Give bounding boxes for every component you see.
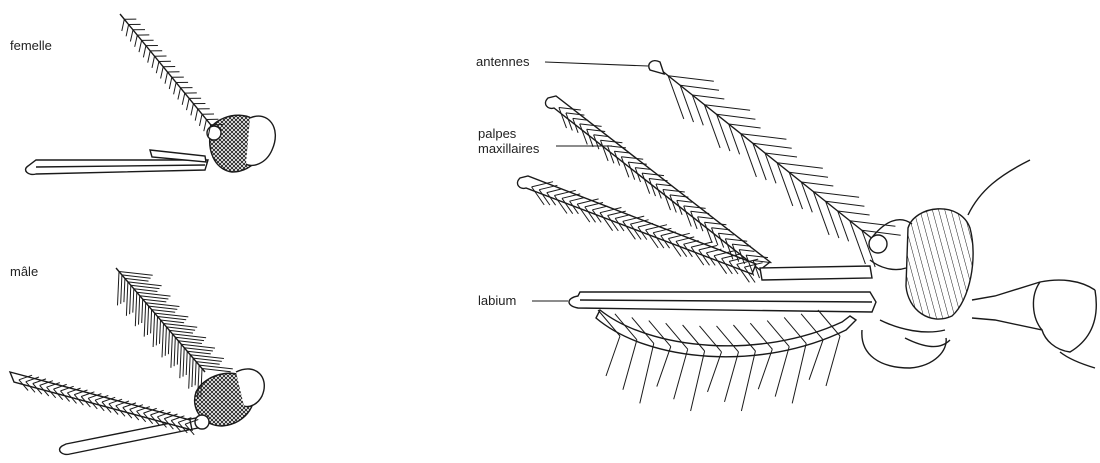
bristle: [186, 351, 187, 375]
bristle: [189, 355, 191, 389]
bristle: [169, 77, 172, 89]
bristle: [177, 341, 178, 365]
bristle: [195, 362, 196, 386]
bristle: [162, 324, 164, 358]
bristle: [826, 336, 840, 386]
bristle: [126, 282, 128, 316]
bristle: [792, 343, 806, 403]
bristle: [140, 296, 169, 299]
bristle: [741, 351, 755, 411]
bristle: [171, 334, 173, 368]
bristle: [174, 337, 175, 366]
bristle: [143, 46, 146, 58]
bristle: [166, 327, 195, 330]
bristle: [133, 289, 134, 313]
bristle: [196, 362, 220, 365]
bristle: [126, 25, 129, 37]
labelled-head-drawing: [518, 61, 1097, 368]
bristle: [124, 278, 125, 302]
bristle: [175, 337, 204, 340]
bristle: [168, 330, 169, 354]
bristle: [674, 349, 688, 399]
male-head-drawing: [10, 268, 264, 454]
bristle: [147, 306, 148, 335]
bristle: [195, 109, 198, 121]
bristle: [152, 310, 176, 313]
bristle: [130, 30, 133, 42]
bristle: [178, 88, 181, 100]
bristle: [623, 340, 637, 390]
bristle: [183, 348, 184, 377]
bristle: [708, 352, 722, 392]
bristle: [187, 351, 211, 354]
bristle: [143, 299, 167, 302]
bristle: [165, 72, 168, 84]
bristle: [135, 35, 138, 47]
bristle: [657, 347, 671, 387]
bristle: [160, 320, 161, 344]
bristle: [144, 303, 146, 337]
bristle: [125, 278, 149, 281]
male-label: mâle: [10, 264, 38, 279]
bristle: [148, 51, 151, 63]
bristle: [725, 352, 739, 402]
bristle: [156, 62, 159, 74]
bristle: [121, 275, 122, 304]
bristle: [153, 313, 155, 347]
bristle: [202, 369, 231, 372]
palps-label: palpes maxillaires: [478, 126, 539, 156]
bristle: [204, 120, 207, 132]
bristle: [192, 358, 193, 387]
female-head-drawing: [26, 14, 276, 174]
bristle: [180, 344, 182, 378]
bristle: [152, 56, 155, 68]
bristle: [161, 320, 185, 323]
bristle: [139, 296, 140, 325]
bristle: [184, 348, 213, 351]
bristle: [122, 19, 125, 31]
bristle: [158, 317, 187, 320]
bristle: [191, 104, 194, 116]
bristle: [182, 93, 185, 105]
bristle: [775, 347, 789, 397]
antenna-bristles: [19, 19, 901, 435]
bristle: [174, 83, 177, 95]
bristle: [606, 336, 620, 376]
bristle: [131, 285, 160, 288]
bristle: [134, 289, 158, 292]
bristle: [809, 340, 823, 380]
labium-label: labium: [478, 293, 516, 308]
female-label: femelle: [10, 38, 52, 53]
bristle: [640, 343, 654, 403]
bristle: [200, 114, 203, 126]
bristle: [169, 330, 193, 333]
bristle: [139, 40, 142, 52]
bristle: [165, 327, 166, 356]
bristle: [151, 310, 152, 334]
bristle: [149, 306, 178, 309]
bristle: [142, 299, 143, 323]
bristle: [187, 98, 190, 110]
bristle: [135, 292, 137, 326]
bristle: [161, 67, 164, 79]
bristle: [122, 275, 151, 278]
antennae-label: antennes: [476, 54, 530, 69]
bristle: [118, 272, 120, 306]
bristle: [691, 351, 705, 411]
bristle: [178, 341, 202, 344]
bristle: [130, 285, 131, 314]
bristle: [193, 358, 222, 361]
bristle: [156, 317, 157, 346]
